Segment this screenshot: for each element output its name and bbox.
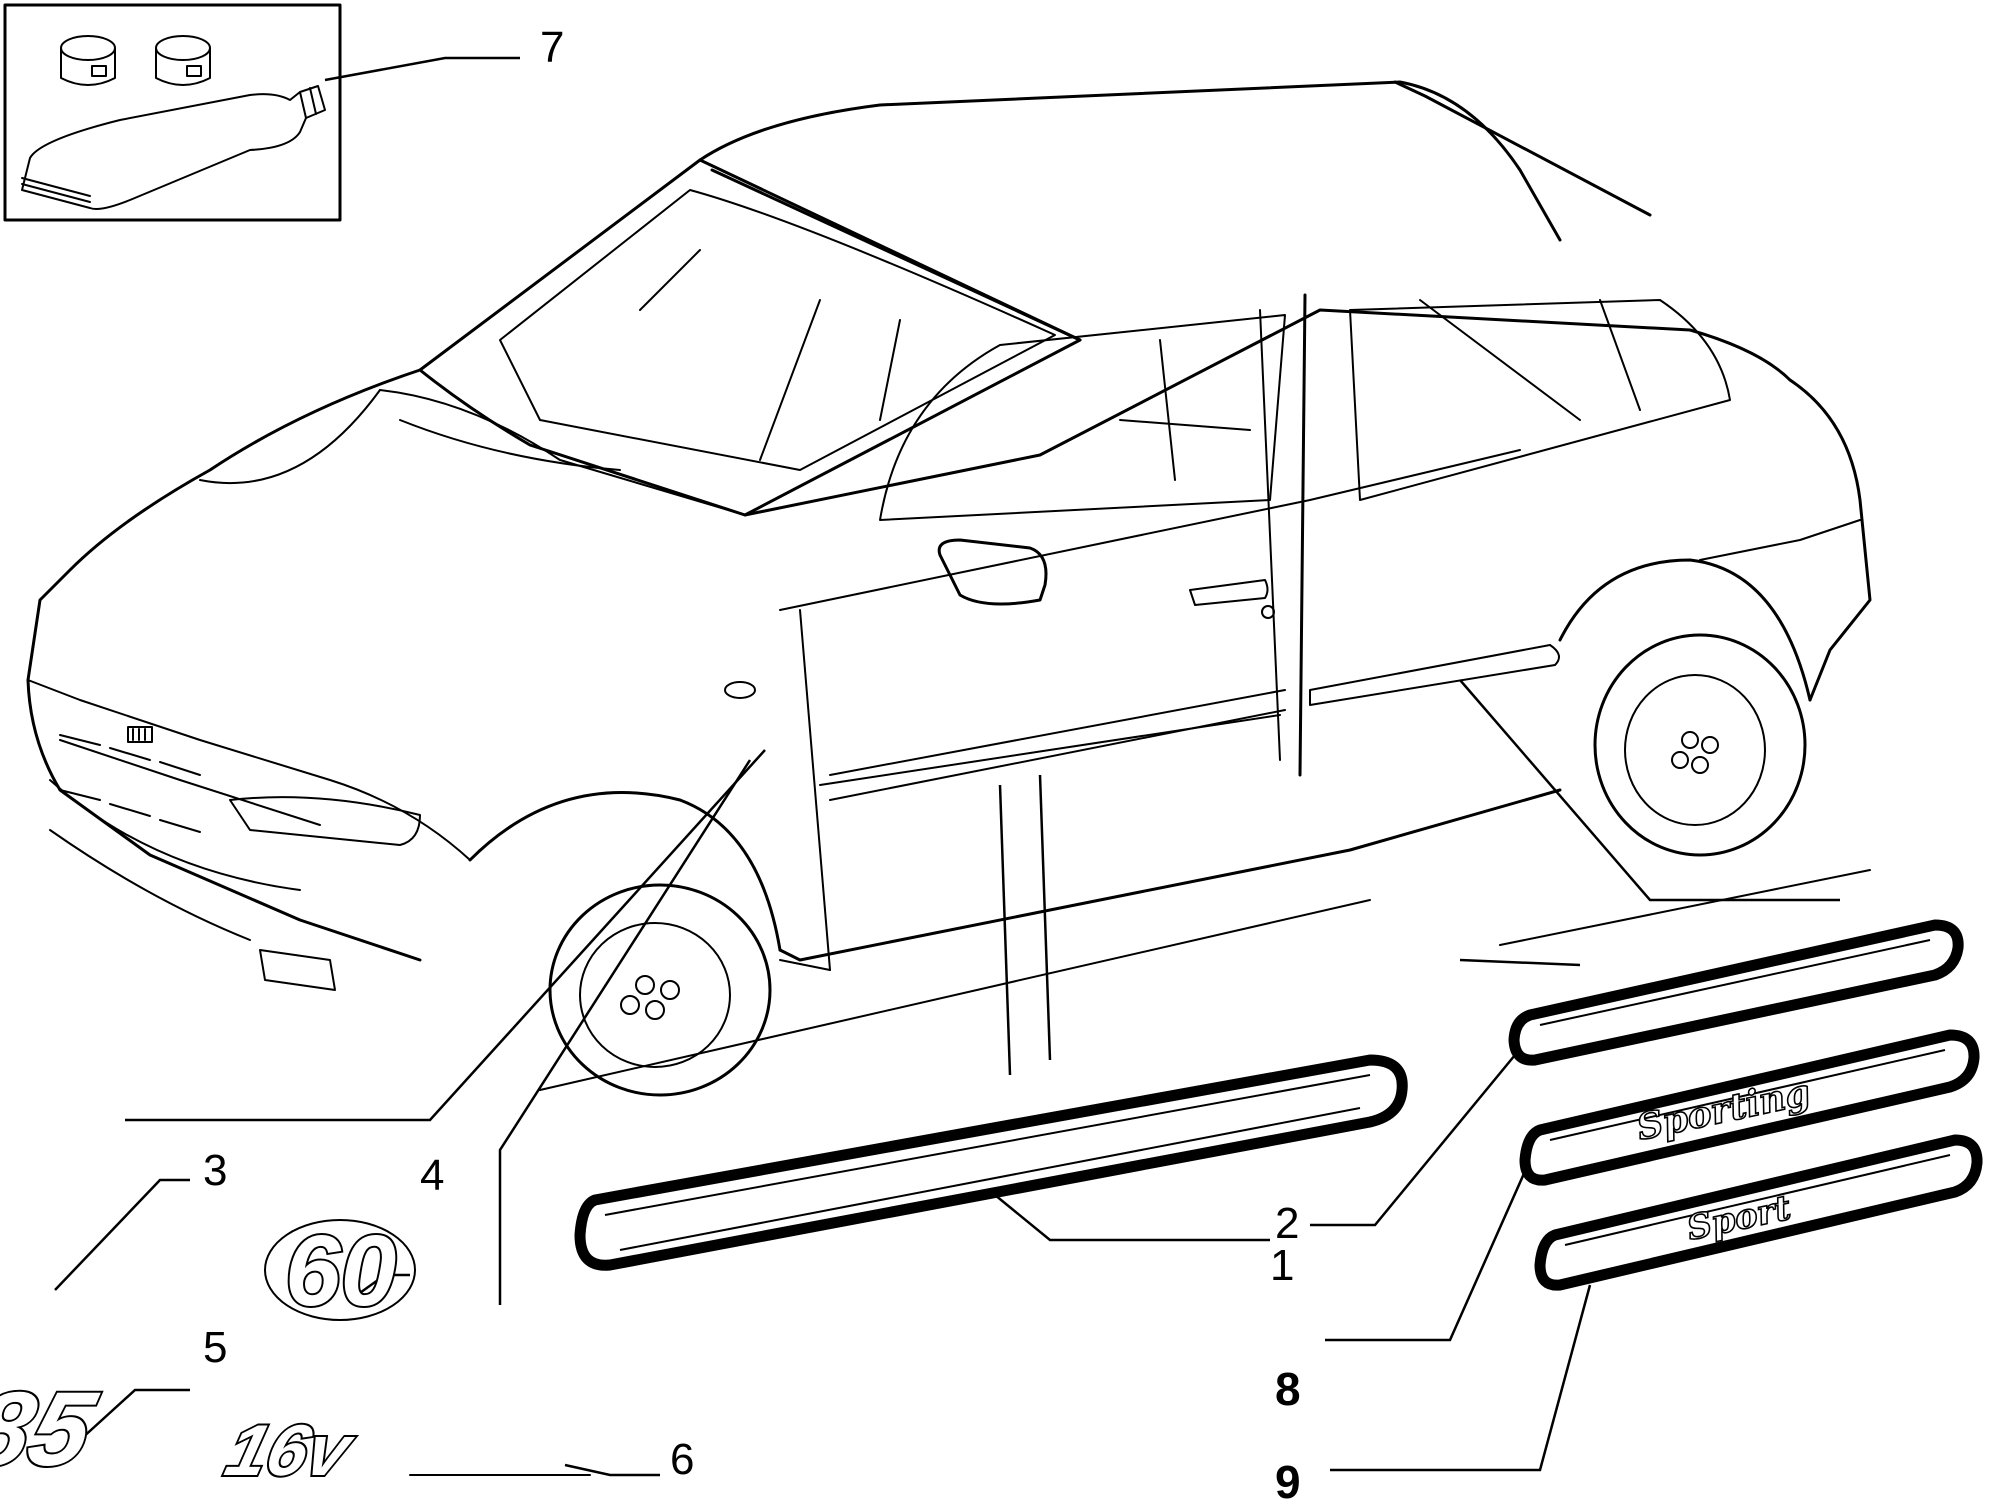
badge-60: 60 xyxy=(285,1215,396,1327)
callout-1: 1 xyxy=(1270,1241,1294,1290)
leader-lines xyxy=(54,679,1840,1477)
callout-8: 8 xyxy=(1275,1363,1301,1415)
moulding-strip-1 xyxy=(574,1054,1408,1271)
callout-3: 3 xyxy=(203,1146,227,1195)
callout-4: 4 xyxy=(420,1151,444,1200)
callout-2: 2 xyxy=(1275,1199,1299,1248)
tin-icon xyxy=(155,35,211,86)
car-outline xyxy=(26,80,1872,1097)
emblem-85-16v: 85 16v xyxy=(0,1367,591,1493)
moulding-strip-9: Sport xyxy=(1534,1134,1983,1291)
tube-icon xyxy=(21,85,326,210)
moulding-strip-8: Sporting xyxy=(1519,1029,1980,1186)
callout-7: 7 xyxy=(540,23,564,72)
callout-6: 6 xyxy=(670,1435,694,1484)
tin-icon xyxy=(60,35,116,86)
callout-5: 5 xyxy=(203,1323,227,1372)
badge-16v: 16v xyxy=(218,1411,361,1491)
emblem-60: 60 xyxy=(264,1213,416,1329)
callout-9: 9 xyxy=(1275,1456,1301,1508)
inset-kit-box xyxy=(3,3,520,222)
moulding-strip-2 xyxy=(1508,919,1964,1066)
